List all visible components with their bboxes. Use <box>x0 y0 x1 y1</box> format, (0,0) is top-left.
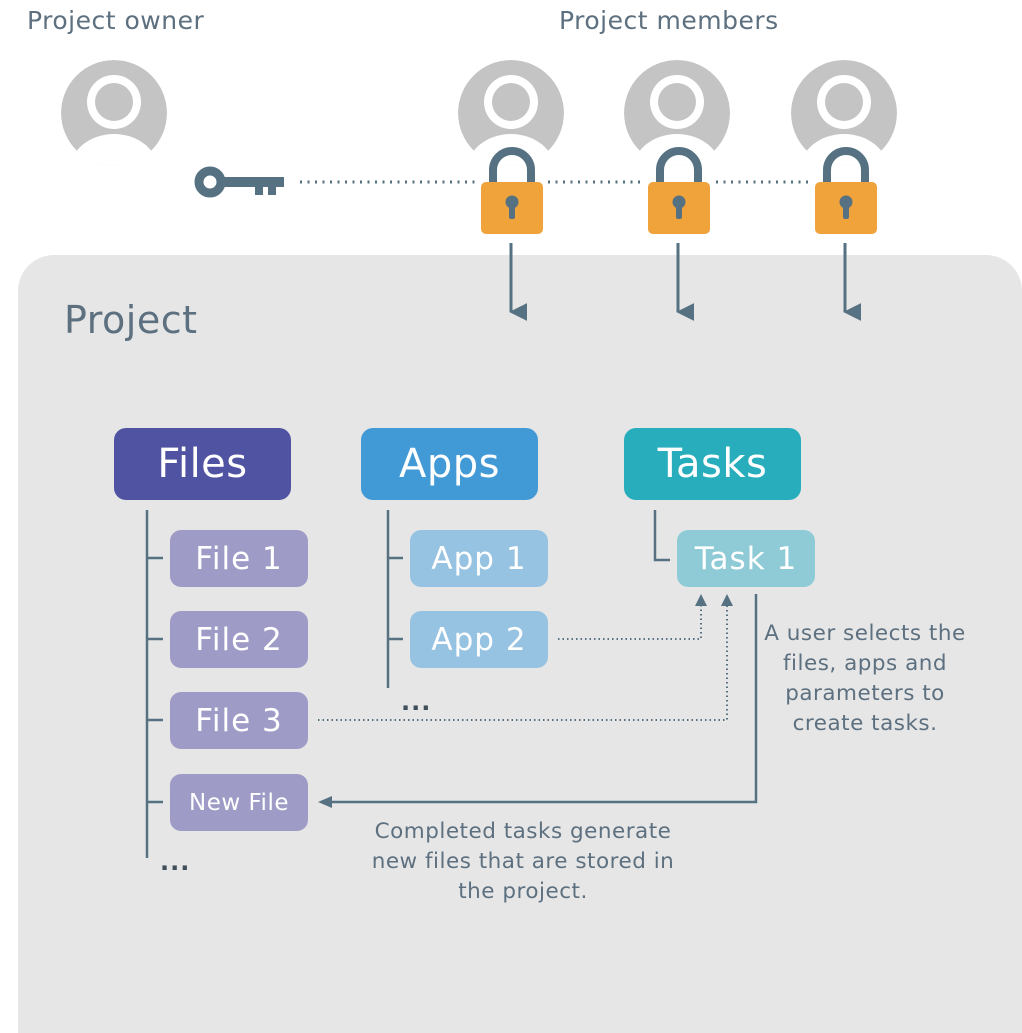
file-to-task-flow <box>318 594 733 721</box>
tasks-category: Tasks <box>624 428 801 500</box>
new-file-item: New File <box>170 774 308 831</box>
apps-more-ellipsis: ... <box>401 688 432 716</box>
files-more-ellipsis: ... <box>160 848 191 876</box>
app-item: App 2 <box>410 611 548 668</box>
member-avatar-icon <box>791 60 897 166</box>
key-icon <box>194 166 284 198</box>
files-category: Files <box>114 428 291 500</box>
file-item: File 2 <box>170 611 308 668</box>
member-avatar-icon <box>624 60 730 166</box>
padlock-icon <box>648 147 710 234</box>
padlock-icon <box>815 147 877 234</box>
padlock-icon <box>481 147 543 234</box>
file-item: File 1 <box>170 530 308 587</box>
file-item: File 3 <box>170 692 308 749</box>
project-owner-label: Project owner <box>27 6 205 35</box>
task-to-new-file-flow <box>318 594 758 808</box>
member-avatar-icon <box>458 60 564 166</box>
project-title: Project <box>64 298 198 342</box>
project-members-label: Project members <box>559 6 779 35</box>
owner-avatar-icon <box>61 60 167 166</box>
task-creation-note: A user selects the files, apps and param… <box>764 621 966 737</box>
tasks-tree-lines <box>653 510 670 562</box>
apps-category: Apps <box>361 428 538 500</box>
apps-tree-lines <box>386 510 403 688</box>
task-completion-note: Completed tasks generate new files that … <box>371 819 675 905</box>
task-item: Task 1 <box>677 530 815 587</box>
app-item: App 1 <box>410 530 548 587</box>
files-tree-lines <box>145 510 163 858</box>
app-to-task-flow <box>558 594 707 640</box>
